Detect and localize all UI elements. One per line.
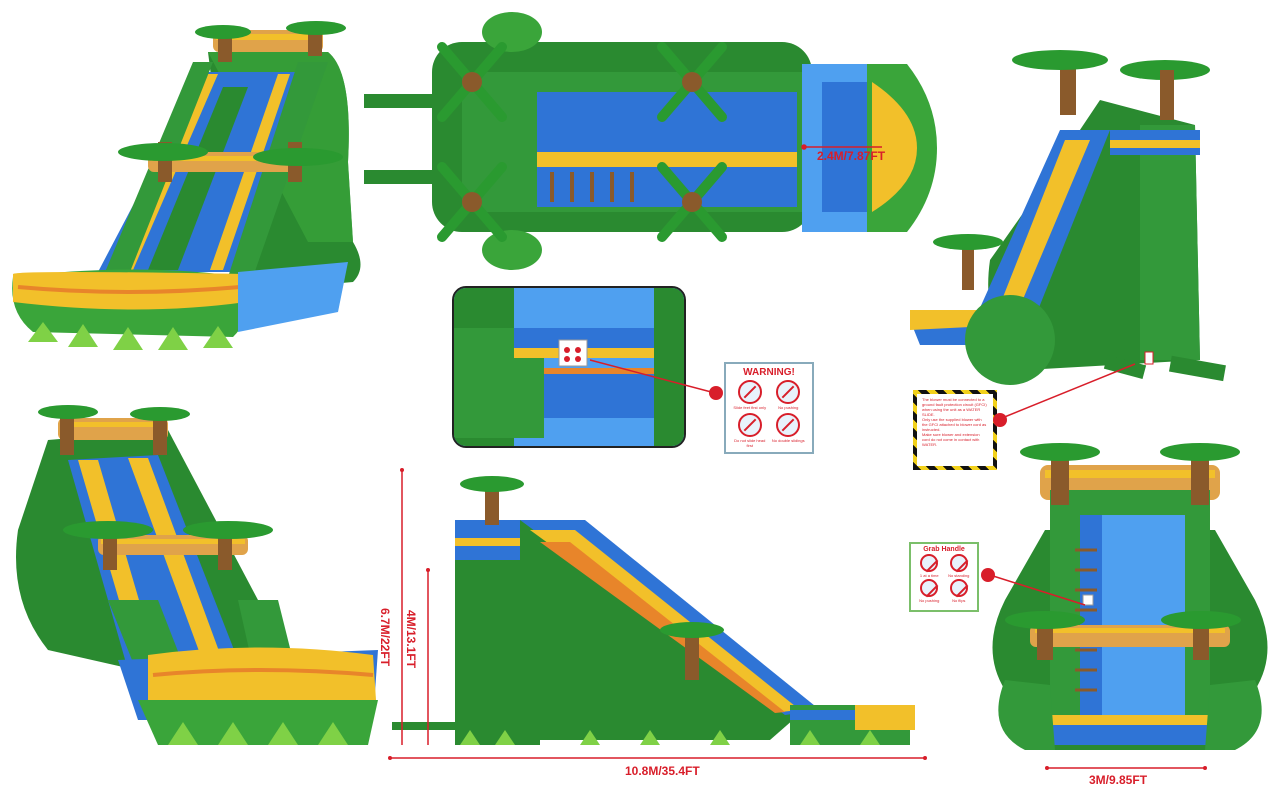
notice-line-1: The blower must be connected to a ground… xyxy=(922,397,987,417)
hazard-notice: The blower must be connected to a ground… xyxy=(913,390,997,470)
slide-top-view: 2.4M/7.87FT xyxy=(362,12,942,270)
warning-icon-4: No double slidings xyxy=(771,413,807,448)
warning-icon-1: Slide feet first only xyxy=(732,380,768,410)
dim-length: 10.8M/35.4FT xyxy=(625,764,700,778)
grab-connector xyxy=(981,568,1086,606)
grab-icon-4: No flips xyxy=(945,579,974,603)
slide-perspective-front-right xyxy=(8,400,378,760)
slide-front-view: 3M/9.85FT xyxy=(985,430,1275,790)
grab-card-title: Grab Handle xyxy=(923,546,965,553)
grab-icon-1: 1 at a time xyxy=(915,554,944,578)
warning-icon-3: Do not slide head first xyxy=(732,413,768,448)
dim-total-height: 6.7M/22FT xyxy=(378,608,392,667)
warning-icon-2: No pushing xyxy=(771,380,807,410)
notice-connector xyxy=(993,363,1136,427)
dim-width-front: 3M/9.85FT xyxy=(1089,773,1148,787)
notice-line-2: Only use the supplied blower with the GF… xyxy=(922,417,987,432)
warning-card-title: WARNING! xyxy=(743,367,795,378)
slide-perspective-front-left xyxy=(8,12,368,367)
warning-card: WARNING! Slide feet first only No pushin… xyxy=(724,362,814,454)
grab-icon-2: No standing xyxy=(945,554,974,578)
slide-perspective-back-right xyxy=(910,30,1230,410)
warning-connector xyxy=(589,359,723,400)
grab-handle-card: Grab Handle 1 at a time No standing No p… xyxy=(909,542,979,612)
notice-line-3: Make sure blower and extension cord do n… xyxy=(922,432,980,447)
grab-icon-3: No pushing xyxy=(915,579,944,603)
detail-zoom-grab-handle xyxy=(452,286,686,448)
dim-width-top: 2.4M/7.87FT xyxy=(817,149,886,163)
slide-side-view: 10.8M/35.4FT 6.7M/22FT 4M/13.1FT xyxy=(378,460,940,790)
dim-platform-height: 4M/13.1FT xyxy=(404,610,418,669)
